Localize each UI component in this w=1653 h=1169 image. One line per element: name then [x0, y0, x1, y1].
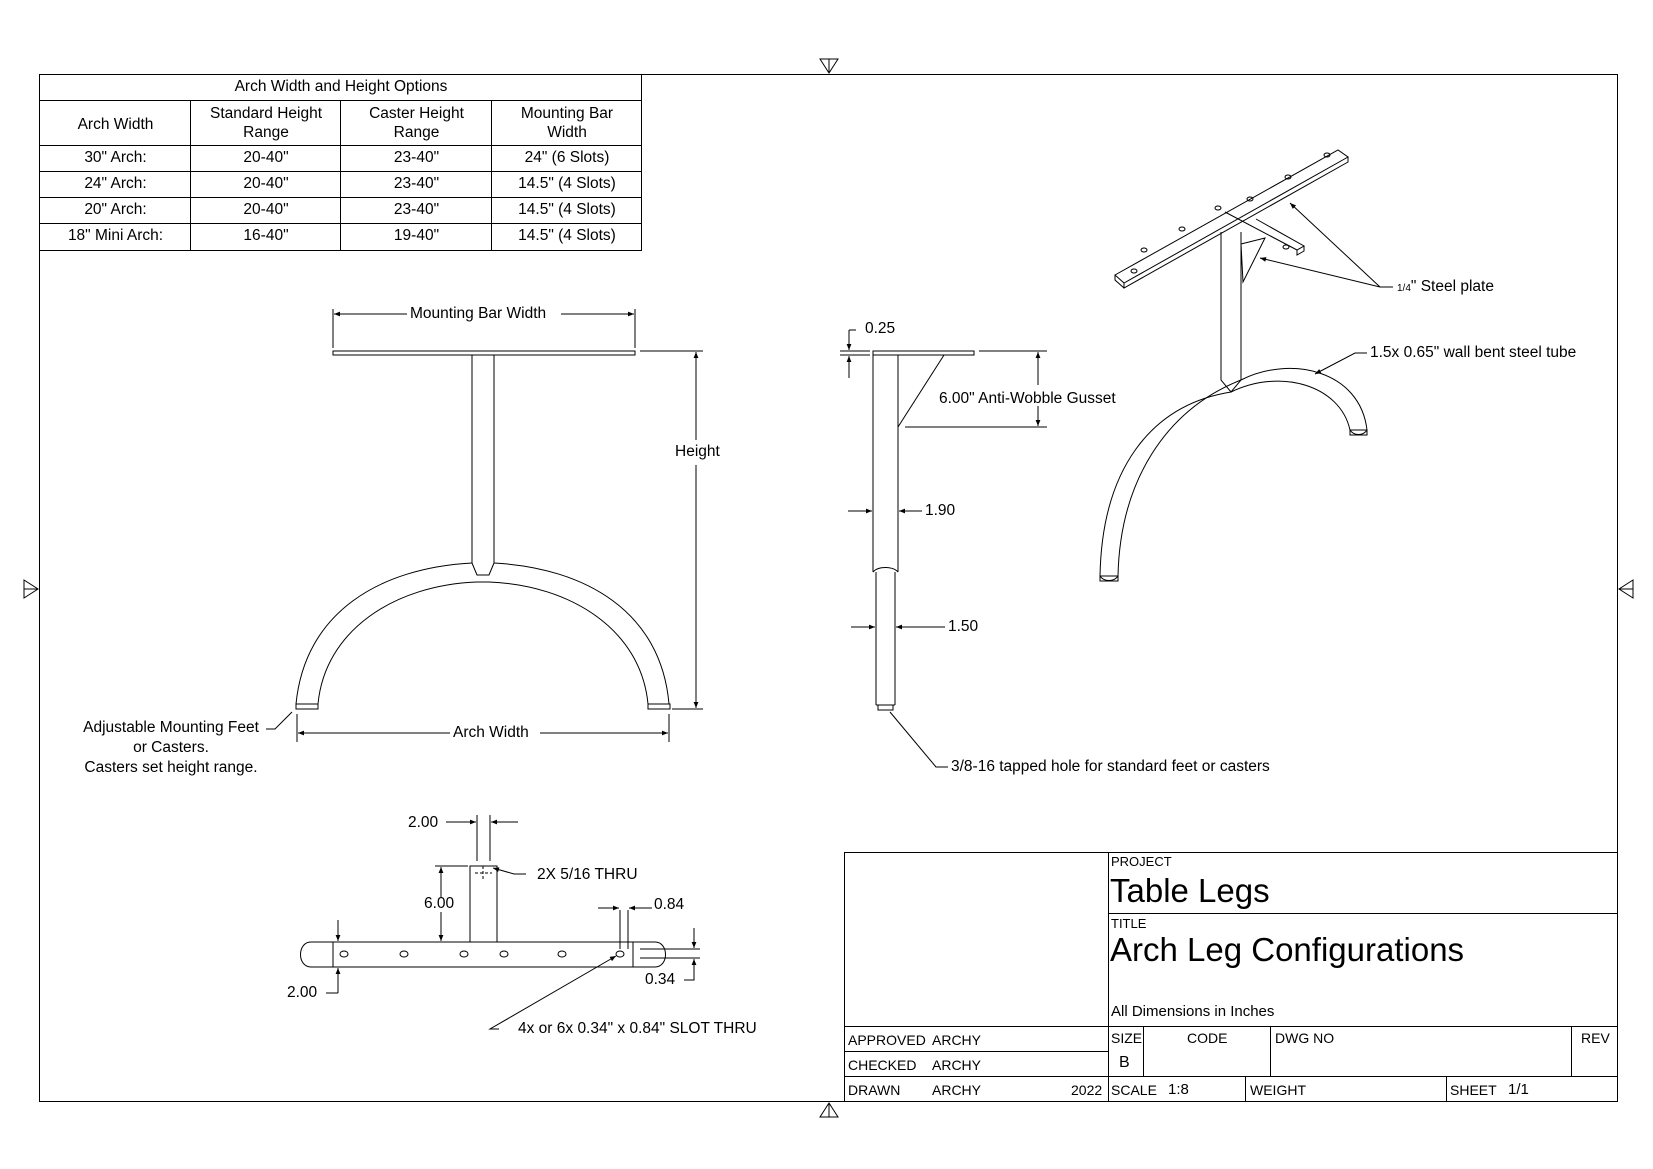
options-table-cell: 23-40": [393, 175, 440, 192]
options-table-cell: 20-40": [243, 201, 289, 218]
upper-tube-dim: 1.90: [925, 502, 956, 519]
slot-width-dim: 0.34: [645, 971, 676, 988]
top-view-dims: [326, 815, 700, 1030]
center-marks: [23, 58, 1634, 1118]
gusset-label: 6.00" Anti-Wobble Gusset: [939, 390, 1116, 407]
options-table-cell: 20-40": [243, 149, 289, 166]
options-table-cell: 16-40": [243, 227, 289, 244]
options-table-cell: 23-40": [393, 149, 440, 166]
options-table-header: Arch Width: [40, 115, 191, 134]
steel-plate-note: 1/4" Steel plate: [1397, 279, 1494, 295]
code-label: CODE: [1187, 1030, 1228, 1046]
sheet-label: SHEET: [1450, 1082, 1497, 1098]
slots-note: 4x or 6x 0.34" x 0.84" SLOT THRU: [518, 1020, 757, 1037]
approved-label: APPROVED: [848, 1032, 926, 1048]
project-name: Table Legs: [1110, 872, 1270, 909]
checked-by: ARCHY: [932, 1057, 982, 1073]
options-table-cell: 23-40": [393, 201, 440, 218]
drawn-by: ARCHY: [932, 1082, 982, 1098]
feet-note-line-3: Casters set height range.: [84, 759, 258, 776]
weight-label: WEIGHT: [1250, 1082, 1306, 1098]
options-table-cell: 20-40": [243, 175, 289, 192]
options-table-cell: 24" Arch:: [84, 175, 147, 192]
feet-note-line-1: Adjustable Mounting Feet: [83, 719, 259, 736]
steel-plate-fraction: 1/4: [1397, 283, 1411, 294]
options-table-header-line: Standard Height: [209, 105, 323, 122]
drawn-label: DRAWN: [848, 1082, 901, 1098]
top-dim-offset: 2.00: [287, 984, 318, 1001]
tube-note: 1.5x 0.65" wall bent steel tube: [1370, 344, 1577, 361]
options-table-header-line: Range: [393, 124, 440, 141]
dwg-no-label: DWG NO: [1275, 1030, 1335, 1046]
options-table-cell: 14.5" (4 Slots): [518, 175, 616, 192]
options-table-header-line: Width: [547, 124, 587, 141]
top-view-plate: [300, 865, 666, 968]
sheet-border: [39, 74, 1618, 1102]
side-view-leg: [872, 350, 975, 711]
arch-width-label: Arch Width: [453, 724, 529, 741]
options-table-cell: 19-40": [393, 227, 440, 244]
steel-plate-text: " Steel plate: [1410, 278, 1494, 295]
top-dim-length: 6.00: [424, 895, 455, 912]
options-table-header-line: Range: [243, 124, 289, 141]
project-label: PROJECT: [1111, 854, 1172, 869]
options-table-cell: 14.5" (4 Slots): [518, 227, 616, 244]
options-table-cell: 20" Arch:: [84, 201, 147, 218]
iso-view-leg: [1099, 149, 1368, 582]
height-label: Height: [675, 443, 720, 460]
drawing-title: Arch Leg Configurations: [1110, 931, 1465, 968]
tapped-hole-note: 3/8-16 tapped hole for standard feet or …: [951, 758, 1270, 775]
slot-length-dim: 0.84: [654, 896, 685, 913]
size-label: SIZE: [1111, 1030, 1143, 1046]
side-view-dims: [840, 329, 1047, 768]
options-table-title: Arch Width and Height Options: [234, 78, 448, 95]
front-view-dims: [266, 309, 703, 742]
size-value: B: [1119, 1054, 1130, 1071]
holes-note: 2X 5/16 THRU: [537, 866, 638, 883]
plate-thickness-dim: 0.25: [865, 320, 896, 337]
options-table-cell: 18" Mini Arch:: [67, 227, 164, 244]
scale-label: SCALE: [1111, 1082, 1157, 1098]
options-table-grid: [39, 74, 642, 251]
front-view-leg: [295, 350, 671, 710]
mounting-bar-width-label: Mounting Bar Width: [410, 305, 547, 322]
options-table-header-line: Arch Width: [77, 116, 154, 133]
lower-tube-dim: 1.50: [948, 618, 979, 635]
feet-note: Adjustable Mounting Feet or Casters. Cas…: [66, 718, 276, 778]
options-table-cell: 30" Arch:: [84, 149, 147, 166]
title-block-grid: [844, 852, 1618, 1102]
checked-label: CHECKED: [848, 1057, 917, 1073]
sheet-value: 1/1: [1508, 1081, 1529, 1098]
units-note: All Dimensions in Inches: [1111, 1003, 1275, 1020]
feet-note-line-2: or Casters.: [133, 739, 209, 756]
drawn-year: 2022: [1071, 1082, 1103, 1098]
top-dim-width: 2.00: [408, 814, 439, 831]
options-table-header-line: Mounting Bar: [520, 105, 614, 122]
approved-by: ARCHY: [932, 1032, 982, 1048]
title-label: TITLE: [1111, 916, 1147, 931]
rev-label: REV: [1581, 1030, 1610, 1046]
options-table-cell: 24" (6 Slots): [524, 149, 610, 166]
iso-view-leaders: [1259, 202, 1393, 375]
options-table-header-line: Caster Height: [369, 105, 464, 122]
options-table-cell: 14.5" (4 Slots): [518, 201, 616, 218]
scale-value: 1:8: [1168, 1081, 1189, 1098]
